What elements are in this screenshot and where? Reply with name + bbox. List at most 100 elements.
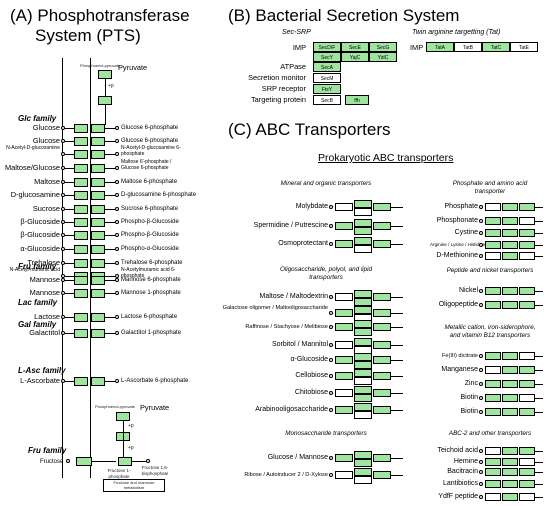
abc-gene-box: [354, 328, 372, 336]
transport-arrow-in: [65, 168, 74, 169]
abc-gene-box: [485, 493, 501, 501]
abc-arrow: [535, 245, 543, 246]
transport-arrow-in: [65, 195, 74, 196]
pts-product-label: Galactitol 1-phosphate: [121, 330, 182, 336]
secm-box: SecM: [313, 73, 341, 83]
abc-gene-box: [354, 245, 372, 253]
abc-substrate-node: [329, 374, 333, 378]
pts-product-label: L-Ascorbate 6-phosphate: [121, 378, 189, 384]
abc-substrate-node: [329, 358, 333, 362]
fructose-node: [66, 459, 70, 463]
transport-arrow-in: [65, 154, 74, 155]
family-fru: Fru family: [18, 262, 57, 271]
substrate-node: [61, 180, 65, 184]
abc-gene-box: [354, 468, 372, 476]
abc-gene-box: [485, 447, 501, 455]
abc-arrow: [535, 398, 543, 399]
pts-product-label: N-Acetylmuramic acid 6-phosphate: [121, 267, 176, 279]
abc-substrate-label: Ribose / Autoinducer 2 / D-Xylose: [244, 472, 328, 478]
fru1p-label: Fructose 1-phosphate: [107, 468, 131, 479]
panel-c-subtitle: Prokaryotic ABC transporters: [318, 152, 454, 164]
abc-gene-box: [354, 200, 372, 208]
substrate-node: [61, 274, 65, 278]
abc-substrate-node: [479, 449, 483, 453]
abc-arrow: [391, 207, 403, 208]
secsys-row-imp: IMP: [292, 43, 306, 52]
abc-substrate-node: [479, 231, 483, 235]
abc-substrate-label: Phosphonate: [436, 217, 478, 224]
abc-gene-box: [502, 394, 518, 402]
abc-gene-box: [354, 394, 372, 402]
section-oligo-line1: Oligosaccharide, polyol, and lipid: [279, 266, 373, 273]
abc-gene-box: [502, 408, 518, 416]
fru16-node: [146, 459, 150, 463]
transport-arrow-in: [65, 381, 74, 382]
abc-gene-box: [519, 408, 535, 416]
abc-substrate-label: Nickel: [458, 287, 478, 294]
abc-gene-box: [354, 451, 372, 459]
substrate-node: [61, 193, 65, 197]
transport-arrow-out: [105, 222, 115, 223]
section-peptide: Peptide and nickel transporters: [446, 267, 534, 274]
gene-pts-eiib: [91, 259, 105, 268]
abc-gene-box: [502, 352, 518, 360]
gene-pts-eiic: [74, 329, 88, 338]
abc-arrow: [391, 410, 403, 411]
abc-gene-box: [373, 341, 391, 349]
pts-substrate-label: β-Glucoside: [20, 217, 60, 226]
transport-arrow-out: [105, 154, 115, 155]
abc-substrate-node: [479, 368, 483, 372]
product-node: [115, 139, 119, 143]
pts-product-label: Trehalose 6-phosphate: [121, 260, 183, 266]
tat-label: Twin arginine targetting (Tat): [412, 29, 501, 36]
abc-arrow: [535, 291, 543, 292]
abc-gene-box: [485, 287, 501, 295]
substrate-node: [61, 220, 65, 224]
transport-arrow-out: [105, 182, 115, 183]
family-gal: Gal family: [18, 320, 57, 329]
abc-substrate-node: [329, 205, 333, 209]
tatc-box: TatC: [482, 42, 510, 52]
abc-gene-box: [335, 356, 353, 364]
gene-pts-eiib: [91, 313, 105, 322]
abc-substrate-label: Glucose / Mannose: [267, 454, 328, 461]
product-node: [115, 180, 119, 184]
transport-arrow-out: [105, 235, 115, 236]
transport-arrow-in: [65, 128, 74, 129]
transport-arrow-out: [105, 168, 115, 169]
abc-substrate-node: [479, 460, 483, 464]
abc-gene-box: [502, 447, 518, 455]
abc-gene-box: [502, 241, 518, 249]
abc-gene-box: [335, 293, 353, 301]
gene-pts-eiib: [91, 377, 105, 386]
pts-substrate-label: Mannose: [29, 288, 60, 297]
abc-substrate-node: [329, 473, 333, 477]
abc-substrate-label: Osmoprotectant: [278, 240, 328, 247]
gene-pts-eiib: [91, 150, 105, 159]
abc-gene-box: [373, 323, 391, 331]
abc-gene-box: [354, 403, 372, 411]
abc-gene-box: [335, 203, 353, 211]
product-node: [115, 166, 119, 170]
pep-label: Phosphoenol-pyruvate: [80, 63, 121, 68]
abc-gene-box: [373, 356, 391, 364]
pts-product-label: N-Acetyl-D-glucosamine 6-phosphate: [121, 145, 181, 157]
transport-arrow-out: [105, 333, 115, 334]
product-node: [115, 233, 119, 237]
panel-a-title-line2: System (PTS): [35, 26, 141, 45]
abc-gene-box: [502, 458, 518, 466]
family-glc: Glc family: [18, 114, 57, 123]
abc-gene-box: [485, 458, 501, 466]
gene-pts-eiic: [74, 276, 88, 285]
abc-gene-box: [502, 217, 518, 225]
transport-arrow-in: [65, 276, 74, 277]
abc-gene-box: [502, 380, 518, 388]
gene-pts-eiic: [74, 377, 88, 386]
section-oligo-line2: transporters: [309, 274, 343, 281]
membrane-line-outer: [62, 58, 63, 478]
transport-arrow-in: [65, 293, 74, 294]
pts-product-label: Phospho-α-Glucoside: [121, 246, 179, 252]
product-node: [115, 247, 119, 251]
abc-gene-box: [373, 222, 391, 230]
abc-gene-box: [354, 386, 372, 394]
